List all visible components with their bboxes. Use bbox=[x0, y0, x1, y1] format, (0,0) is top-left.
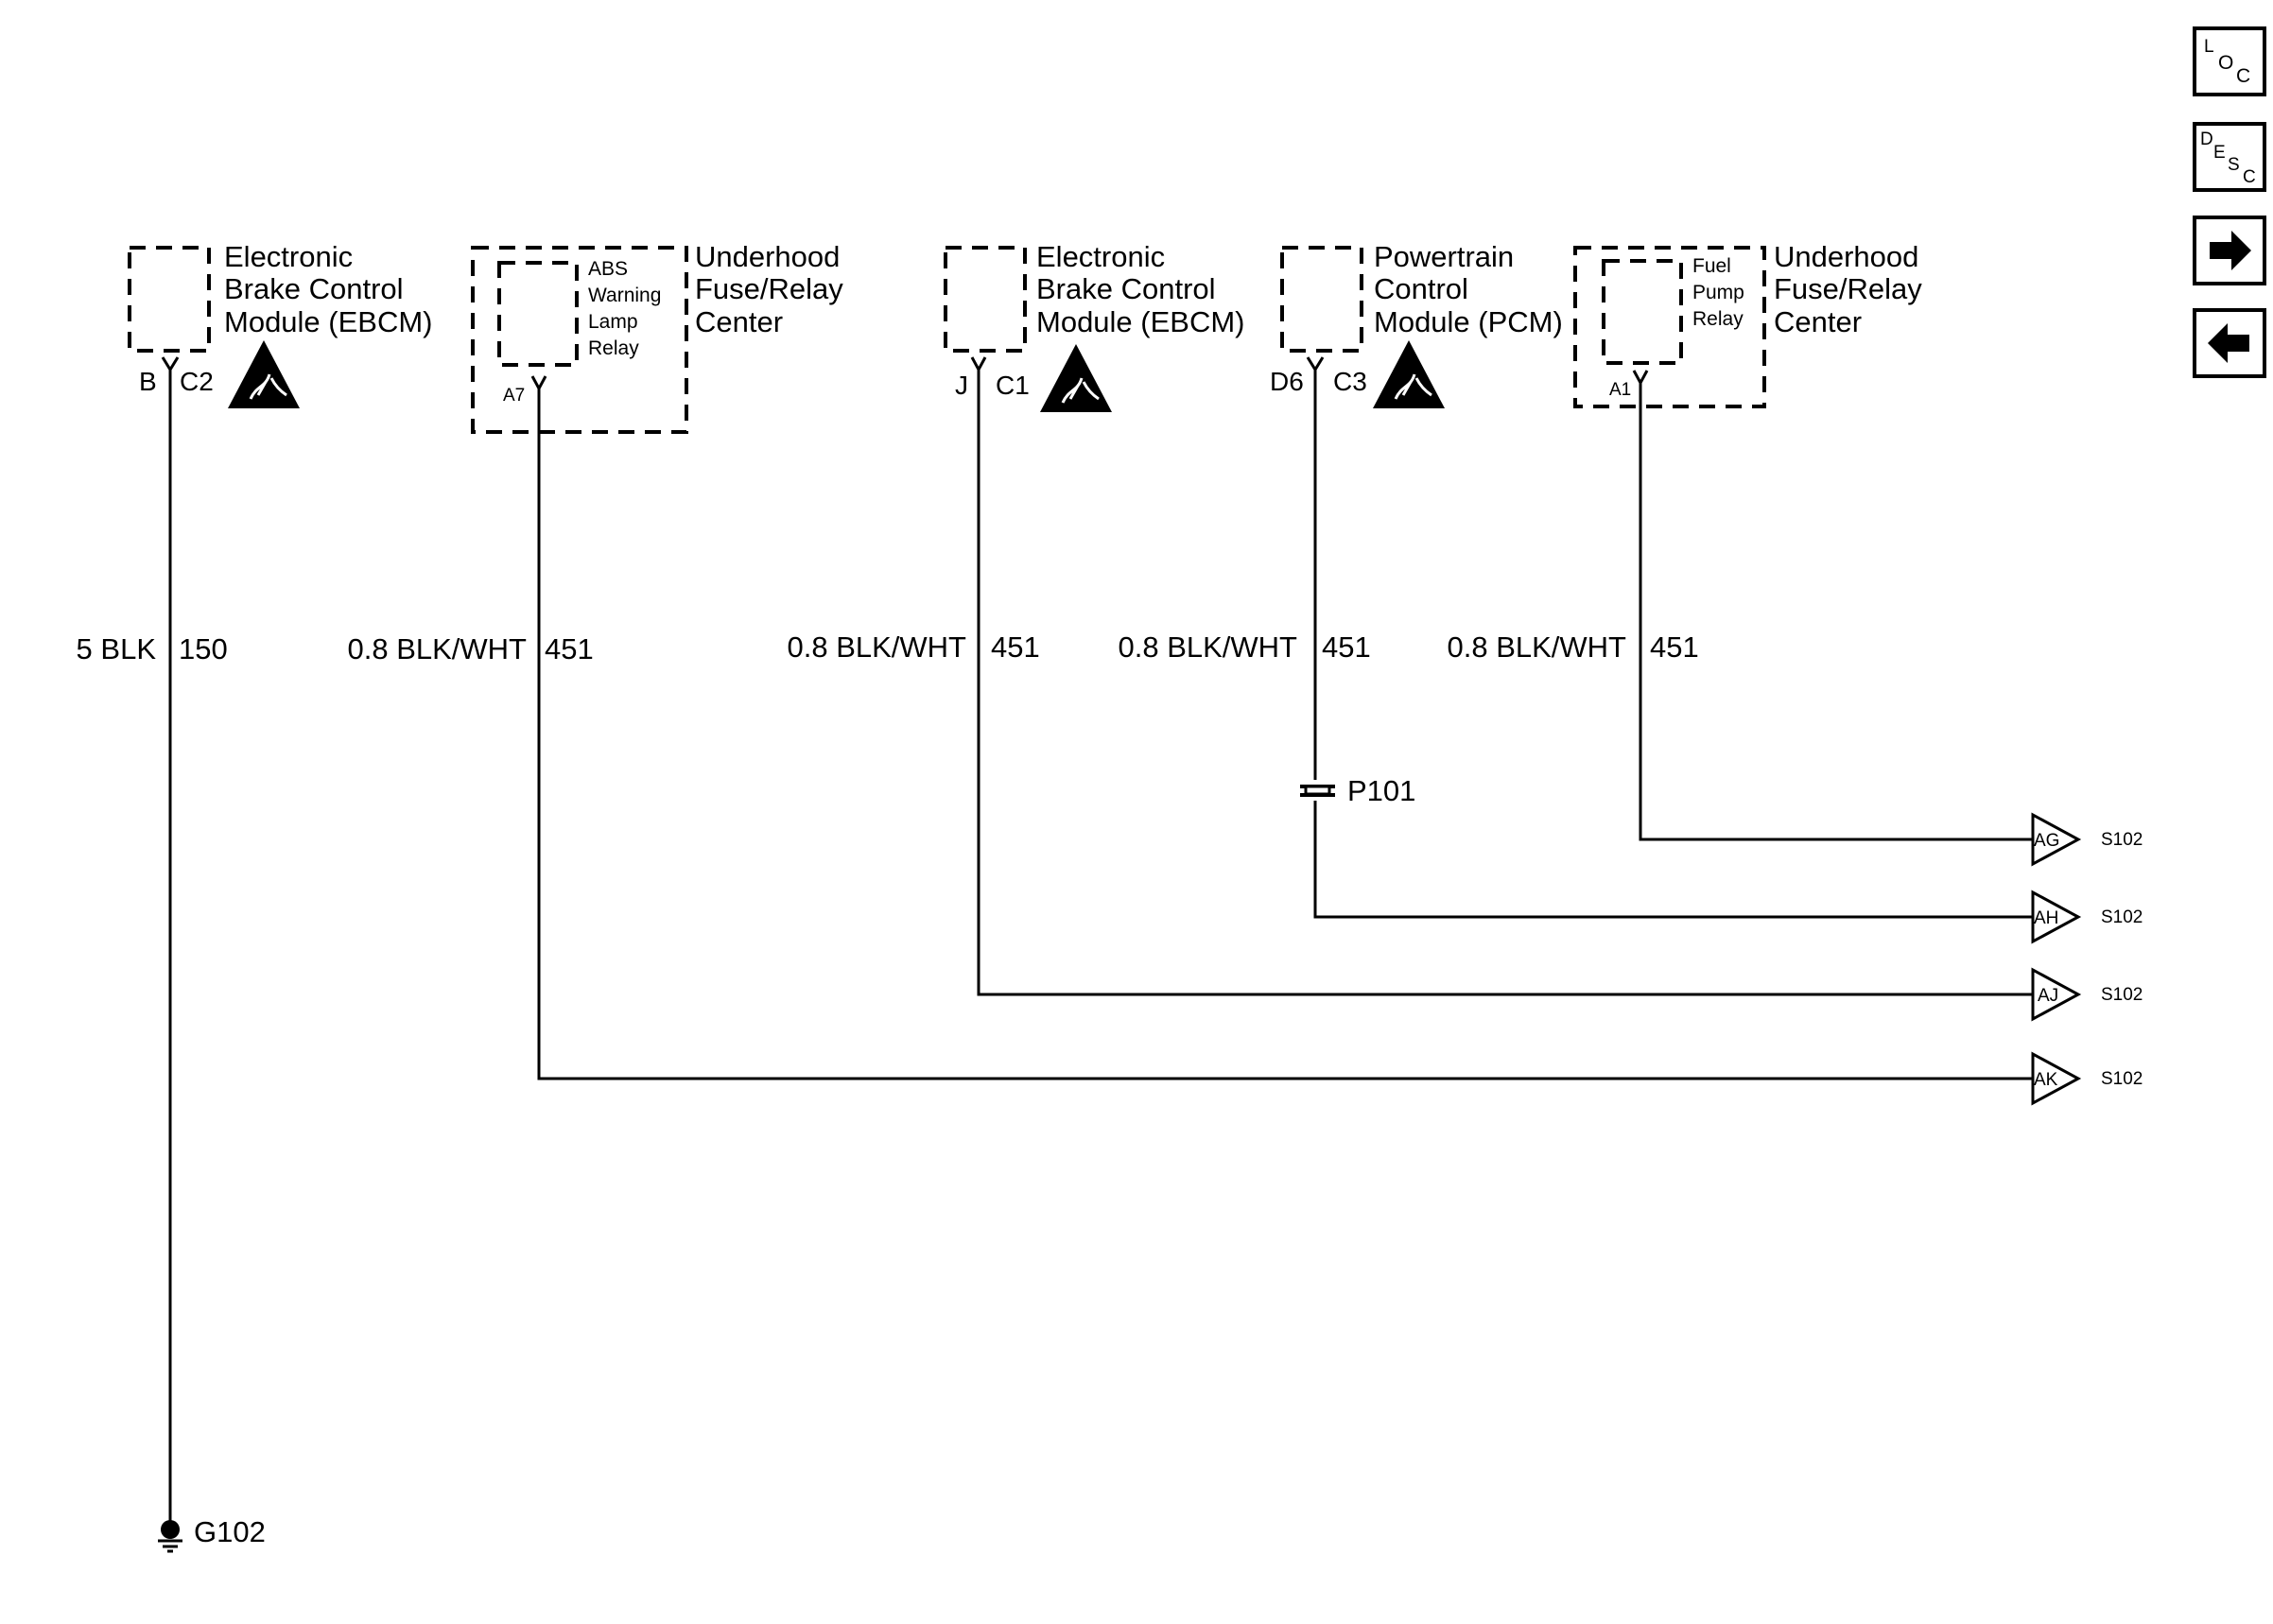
connector-label: C2 bbox=[180, 367, 214, 396]
esd-warning-icon bbox=[1040, 344, 1112, 412]
loc-letter: L bbox=[2204, 37, 2214, 57]
relay-name-line: Lamp bbox=[588, 311, 638, 333]
splice-pin: AK bbox=[2034, 1070, 2058, 1090]
wire-circuit: 150 bbox=[179, 632, 228, 665]
component-name-line: Fuse/Relay bbox=[1774, 272, 1922, 305]
component-name-line: Electronic bbox=[1036, 240, 1165, 273]
component-box bbox=[128, 246, 211, 353]
next-button[interactable] bbox=[2193, 216, 2266, 285]
wire-451-a7 bbox=[537, 389, 2033, 1080]
component-name-line: Fuse/Relay bbox=[695, 272, 843, 305]
component-name-line: Underhood bbox=[1774, 240, 1918, 273]
relay-name-line: Warning bbox=[588, 285, 661, 306]
wire-labels: 5 BLK 150 0.8 BLK/WHT 451 0.8 BLK/WHT 45… bbox=[77, 631, 1699, 665]
component-uhfrc-a7: ABS Warning Lamp Relay Underhood Fuse/Re… bbox=[471, 240, 843, 434]
wire-circuit: 451 bbox=[545, 632, 594, 665]
splice-label: S102 bbox=[2101, 830, 2143, 850]
relay-box bbox=[1602, 259, 1683, 365]
wire-gauge-color: 5 BLK bbox=[77, 632, 157, 665]
splice-ref-ah: AH S102 bbox=[2031, 890, 2143, 944]
esd-warning-icon bbox=[228, 340, 300, 408]
arrow-left-icon bbox=[2208, 323, 2249, 363]
esd-warning-icon bbox=[1373, 340, 1445, 408]
loc-letter: C bbox=[2236, 65, 2250, 87]
desc-letter: D bbox=[2200, 130, 2213, 149]
splice-label: S102 bbox=[2101, 907, 2143, 927]
splice-pin: AH bbox=[2034, 908, 2058, 928]
splice-pin: AG bbox=[2034, 831, 2059, 851]
component-box bbox=[1573, 246, 1766, 408]
wire-451-ebcm bbox=[977, 370, 2033, 996]
component-name-line: Powertrain bbox=[1374, 240, 1514, 273]
component-name-line: Center bbox=[695, 305, 783, 338]
component-name-line: Module (PCM) bbox=[1374, 305, 1563, 338]
wire-gauge-color: 0.8 BLK/WHT bbox=[1448, 631, 1627, 664]
prev-button[interactable] bbox=[2193, 308, 2266, 378]
wire-circuit: 451 bbox=[1322, 631, 1371, 664]
pin-label: D6 bbox=[1270, 367, 1304, 396]
connector-label: C1 bbox=[996, 371, 1030, 400]
desc-letter: C bbox=[2243, 167, 2256, 187]
splice-label: S102 bbox=[2101, 985, 2143, 1005]
component-name-line: Electronic bbox=[224, 240, 353, 273]
wire-gauge-color: 0.8 BLK/WHT bbox=[788, 631, 967, 664]
component-ebcm-c1: Electronic Brake Control Module (EBCM) J… bbox=[944, 240, 1245, 412]
loc-letter: O bbox=[2218, 52, 2233, 74]
component-box bbox=[944, 246, 1027, 353]
wires bbox=[168, 370, 2033, 1522]
wire-gauge-color: 0.8 BLK/WHT bbox=[348, 632, 528, 665]
splice-ref-aj: AJ S102 bbox=[2031, 967, 2143, 1022]
component-name-line: Module (EBCM) bbox=[1036, 305, 1245, 338]
connector-label: C3 bbox=[1333, 367, 1367, 396]
loc-button[interactable]: L O C bbox=[2193, 26, 2266, 96]
relay-name-line: Relay bbox=[588, 337, 639, 359]
component-name-line: Center bbox=[1774, 305, 1862, 338]
desc-button[interactable]: D E S C bbox=[2193, 122, 2266, 192]
relay-name-line: Relay bbox=[1692, 308, 1744, 330]
relay-name-line: Pump bbox=[1692, 282, 1744, 303]
component-name-line: Brake Control bbox=[1036, 272, 1216, 305]
wire-451-fpr bbox=[1639, 383, 2033, 841]
inline-connector-icon bbox=[1300, 785, 1335, 797]
pin-label: A7 bbox=[503, 386, 525, 406]
pin-label: B bbox=[139, 367, 157, 396]
desc-letter: S bbox=[2228, 155, 2240, 175]
wire-circuit: 451 bbox=[1650, 631, 1699, 664]
pin-label: J bbox=[955, 371, 968, 400]
splice-ref-ak: AK S102 bbox=[2031, 1051, 2143, 1106]
wire-circuit: 451 bbox=[991, 631, 1040, 664]
component-uhfrc-a1: Fuel Pump Relay Underhood Fuse/Relay Cen… bbox=[1573, 240, 1922, 408]
relay-name-line: Fuel bbox=[1692, 255, 1731, 277]
ground-icon bbox=[158, 1520, 182, 1553]
inline-connector-label: P101 bbox=[1347, 774, 1415, 807]
arrow-right-icon bbox=[2210, 231, 2251, 270]
relay-name-line: ABS bbox=[588, 258, 628, 280]
component-box bbox=[471, 246, 688, 434]
component-name-line: Underhood bbox=[695, 240, 840, 273]
pin-label: A1 bbox=[1609, 380, 1631, 400]
splice-ref-ag: AG S102 bbox=[2031, 812, 2143, 867]
component-box bbox=[1280, 246, 1363, 353]
component-name-line: Brake Control bbox=[224, 272, 404, 305]
component-name-line: Module (EBCM) bbox=[224, 305, 433, 338]
ground-label: G102 bbox=[194, 1515, 266, 1548]
wire-451-pcm-lower bbox=[1313, 801, 2033, 919]
wire-gauge-color: 0.8 BLK/WHT bbox=[1119, 631, 1298, 664]
splice-pin: AJ bbox=[2038, 986, 2058, 1006]
component-pcm: Powertrain Control Module (PCM) D6 C3 bbox=[1270, 240, 1563, 408]
splice-label: S102 bbox=[2101, 1069, 2143, 1089]
desc-letter: E bbox=[2213, 143, 2226, 163]
component-ebcm-c2: Electronic Brake Control Module (EBCM) B… bbox=[128, 240, 433, 408]
component-name-line: Control bbox=[1374, 272, 1468, 305]
relay-box bbox=[497, 261, 579, 367]
